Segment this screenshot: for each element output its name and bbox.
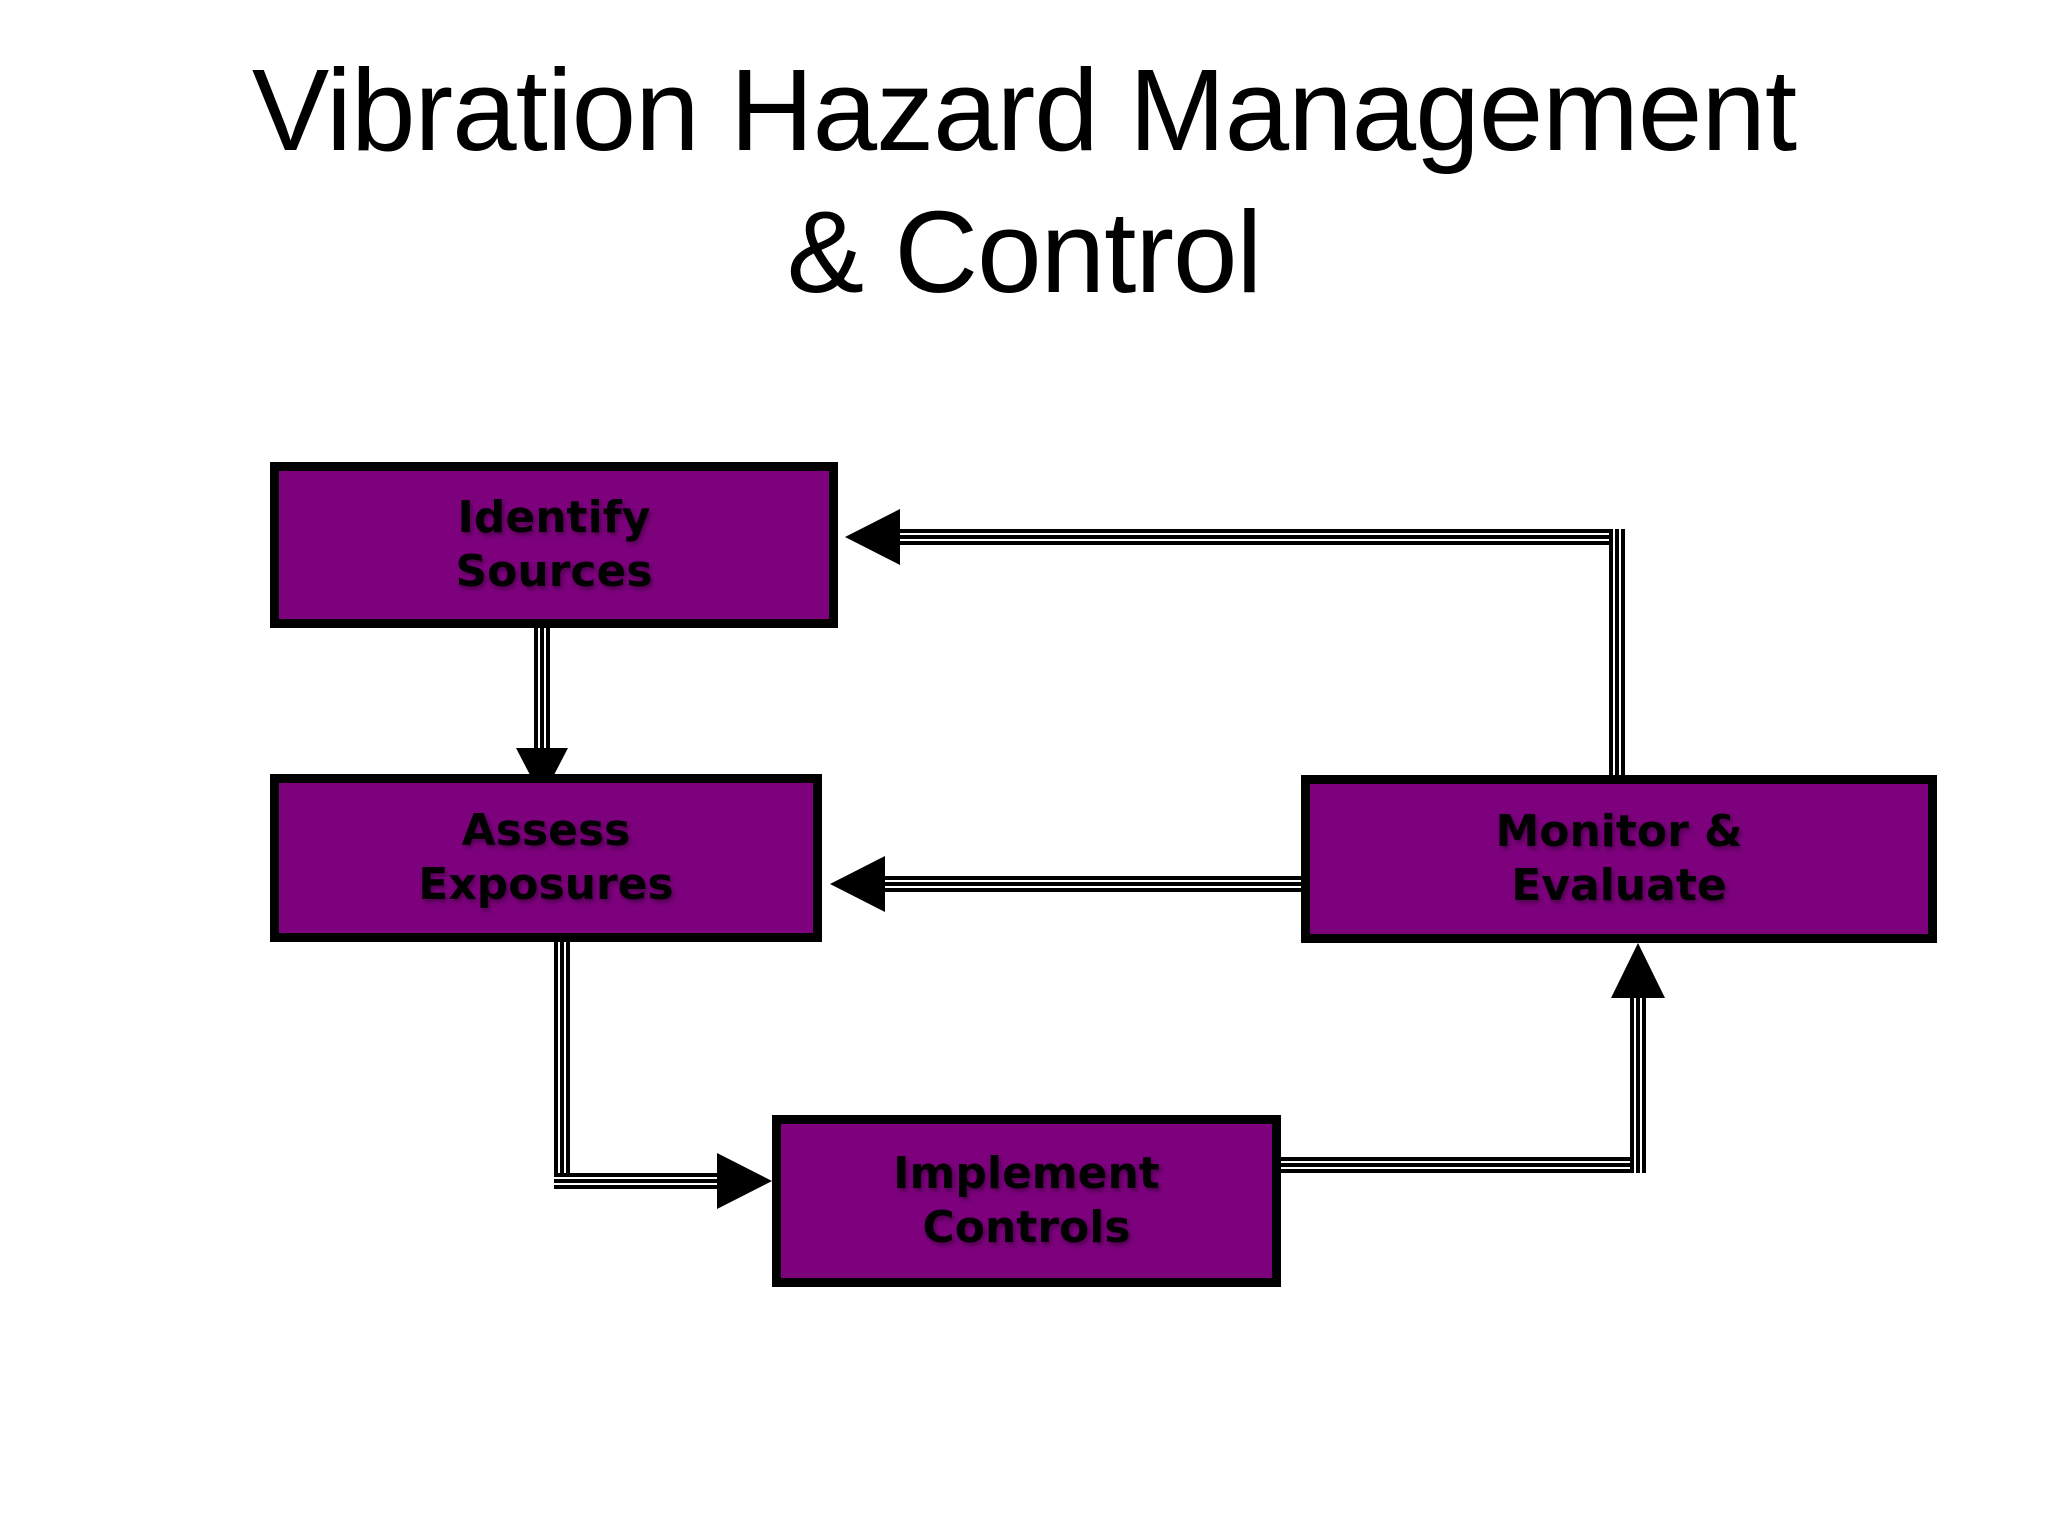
edge-monitor-to-assess-arrowhead-icon [830,856,885,912]
edge-monitor-to-identify-line-vertical [1609,529,1625,775]
slide-title-line1: Vibration Hazard Management [251,45,1797,175]
slide-title-line2: & Control [786,186,1263,317]
node-assess-exposures: Assess Exposures [270,774,822,942]
edge-implement-to-monitor-line-vertical [1630,998,1646,1173]
node-monitor-evaluate-label-line2: Evaluate [1511,860,1727,911]
node-implement-controls: Implement Controls [772,1115,1281,1287]
slide-title: Vibration Hazard Management & Control [0,40,2048,323]
edge-assess-to-implement-line-vertical [554,938,570,1189]
node-implement-controls-label-line1: Implement [893,1148,1160,1200]
node-identify-sources-label-line1: Identify [457,492,651,544]
edge-implement-to-monitor-line-horizontal [1281,1157,1646,1173]
edge-assess-to-implement-line-horizontal [554,1173,717,1189]
node-monitor-evaluate-label-line1: Monitor & [1495,806,1743,858]
node-monitor-evaluate: Monitor & Evaluate [1301,775,1937,943]
edge-monitor-to-identify-line-horizontal [900,529,1625,545]
edge-monitor-to-assess-line [885,876,1301,892]
node-assess-exposures-label-line2: Exposures [418,859,674,910]
node-assess-exposures-label-line1: Assess [461,805,631,857]
edge-implement-to-monitor-arrowhead-icon [1611,943,1665,998]
edge-assess-to-implement-arrowhead-icon [717,1153,772,1209]
edge-monitor-to-identify-arrowhead-icon [845,509,900,565]
edge-identify-to-assess-line [534,627,550,750]
node-identify-sources-label-line2: Sources [455,546,653,597]
node-identify-sources: Identify Sources [270,462,838,628]
node-implement-controls-label-line2: Controls [922,1202,1131,1253]
